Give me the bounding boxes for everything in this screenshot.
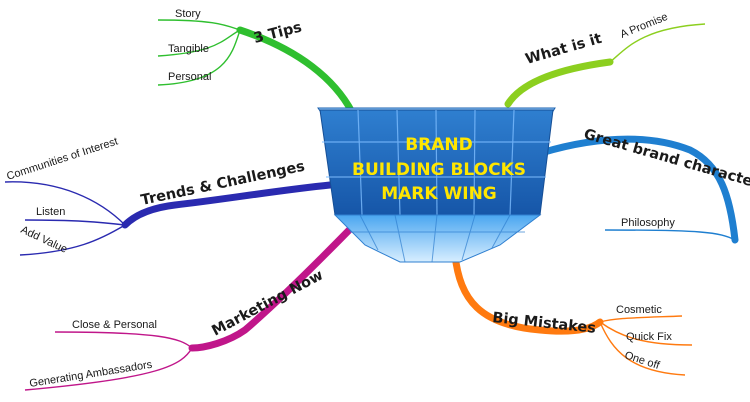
branch-big-mistakes-line — [451, 251, 604, 335]
branch-trends[interactable]: Trends & Challenges Communities of Inter… — [4, 136, 334, 256]
mistake-quick-fix[interactable]: Quick Fix — [626, 331, 672, 343]
central-cube-image[interactable]: BRAND BUILDING BLOCKS MARK WING — [317, 107, 556, 263]
what-is-it-a-promise[interactable]: A Promise — [619, 11, 670, 41]
marketing-close-personal[interactable]: Close & Personal — [72, 319, 157, 331]
tip-story[interactable]: Story — [175, 8, 201, 20]
branch-what-is-it-line — [504, 58, 614, 108]
tip-personal[interactable]: Personal — [168, 71, 211, 83]
great-brand-philosophy[interactable]: Philosophy — [621, 217, 675, 229]
branch-3-tips[interactable]: 3 Tips Story Tangible Personal — [157, 8, 356, 116]
branch-trends-line — [121, 181, 334, 229]
branch-what-is-it[interactable]: What is it A Promise — [504, 11, 706, 108]
branch-great-brand-line — [516, 135, 739, 244]
mistake-cosmetic[interactable]: Cosmetic — [616, 304, 662, 316]
branch-marketing-now-label[interactable]: Marketing Now — [209, 267, 326, 339]
branch-big-mistakes[interactable]: Big Mistakes Cosmetic Quick Fix One off — [451, 251, 693, 376]
mistake-one-off[interactable]: One off — [623, 349, 662, 372]
trends-communities-of-interest[interactable]: Communities of Interest — [5, 136, 119, 183]
branch-great-brand[interactable]: Great brand characteristi Philosophy — [516, 126, 750, 244]
marketing-generating-ambassadors[interactable]: Generating Ambassadors — [29, 359, 154, 390]
center-title-line-1: BRAND — [405, 135, 473, 155]
center-title-line-3: MARK WING — [381, 184, 497, 204]
trends-listen[interactable]: Listen — [36, 206, 65, 218]
trends-add-value[interactable]: Add Value — [19, 224, 69, 256]
branch-marketing-now-line — [188, 218, 361, 352]
center-title-line-2: BUILDING BLOCKS — [352, 160, 526, 180]
branch-3-tips-line — [236, 26, 356, 116]
tip-tangible[interactable]: Tangible — [168, 43, 209, 55]
